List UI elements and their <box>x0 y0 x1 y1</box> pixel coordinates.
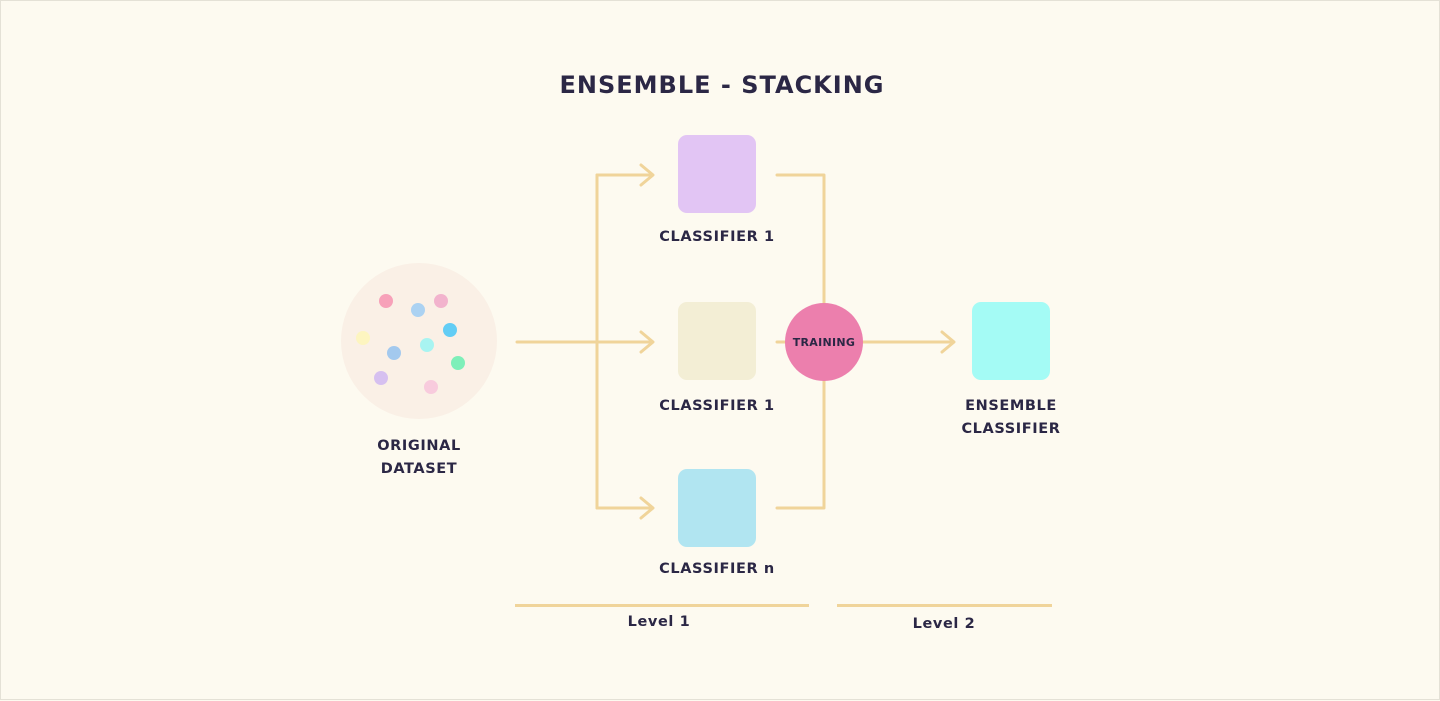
data-point <box>387 346 401 360</box>
data-point <box>420 338 434 352</box>
arrowhead-classifier-1 <box>639 163 655 187</box>
original-dataset-label-line1: ORIGINAL <box>377 438 461 454</box>
data-point <box>434 294 448 308</box>
arrowhead-classifier-2 <box>639 330 655 354</box>
level-1-label: Level 1 <box>627 614 691 630</box>
data-point <box>356 331 370 345</box>
level-1-divider <box>515 604 809 607</box>
level-2-divider <box>837 604 1052 607</box>
classifier-1-to-training-line <box>775 173 826 307</box>
original-dataset-circle <box>341 263 497 419</box>
classifier-1-label: CLASSIFIER 1 <box>659 229 775 245</box>
data-point <box>424 380 438 394</box>
data-point <box>411 303 425 317</box>
data-point <box>443 323 457 337</box>
arrowhead-ensemble <box>940 330 956 354</box>
training-label: TRAINING <box>792 335 856 349</box>
diagram-title: ENSEMBLE - STACKING <box>559 71 885 99</box>
training-node: TRAINING <box>785 303 863 381</box>
classifier-n-box <box>678 469 756 547</box>
ensemble-label-line1: ENSEMBLE <box>965 398 1057 414</box>
data-point <box>451 356 465 370</box>
original-dataset-label-line2: DATASET <box>380 461 458 477</box>
classifier-2-box <box>678 302 756 380</box>
classifier-n-to-training-line <box>775 377 826 510</box>
ensemble-classifier-box <box>972 302 1050 380</box>
level-2-label: Level 2 <box>912 616 976 632</box>
ensemble-label-line2: CLASSIFIER <box>961 421 1061 437</box>
classifier-n-label: CLASSIFIER n <box>659 561 775 577</box>
classifier-1-box <box>678 135 756 213</box>
data-point <box>379 294 393 308</box>
classifier-2-label: CLASSIFIER 1 <box>659 398 775 414</box>
arrowhead-classifier-n <box>639 496 655 520</box>
data-point <box>374 371 388 385</box>
ensemble-classifier-label: ENSEMBLE CLASSIFIER <box>931 395 1091 441</box>
original-dataset-label: ORIGINAL DATASET <box>339 435 499 481</box>
